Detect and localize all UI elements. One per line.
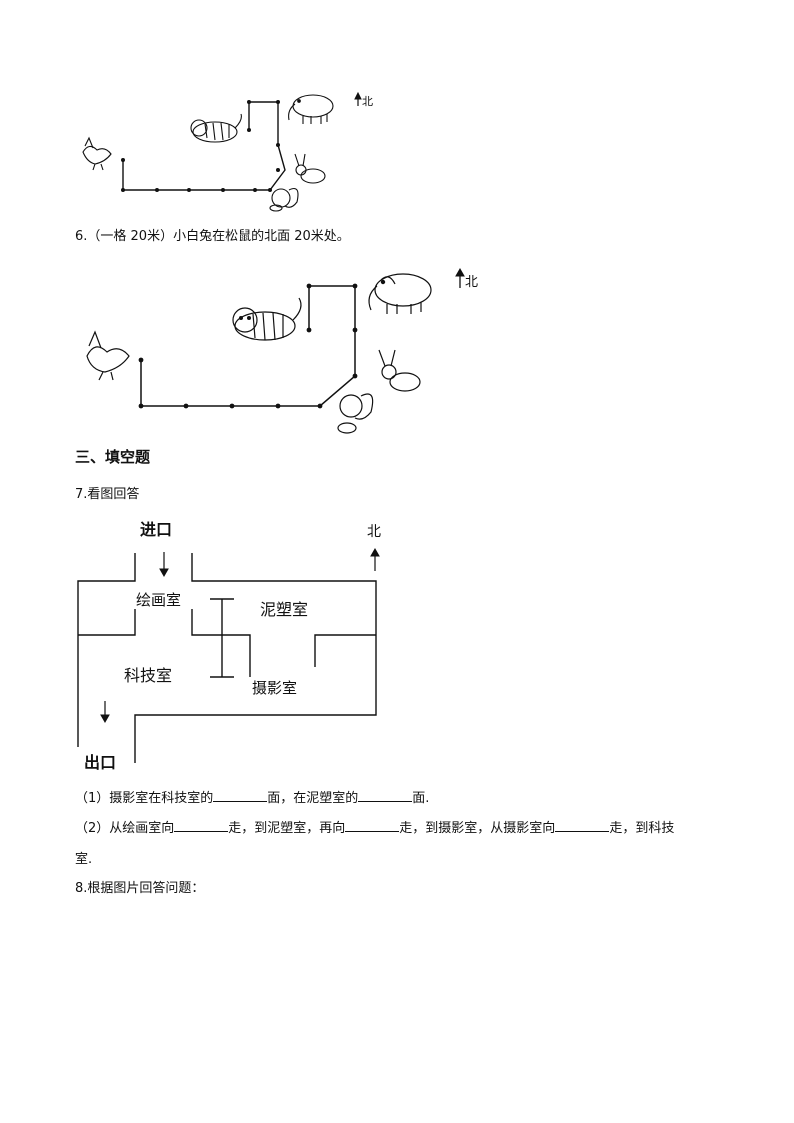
tiger-icon — [190, 113, 242, 143]
room-science: 科技室 — [124, 666, 172, 685]
q7-sub1-part-c: 面. — [412, 791, 430, 806]
q7-sub1-part-b: 面，在泥塑室的 — [267, 791, 359, 806]
north-label: 北 — [465, 275, 478, 290]
rabbit-icon — [378, 349, 421, 392]
squirrel-icon — [337, 393, 374, 434]
pigeon-icon — [86, 330, 130, 381]
north-label: 北 — [367, 524, 381, 540]
q7-sub1-part-a: （1）摄影室在科技室的 — [75, 791, 214, 806]
squirrel-icon — [269, 187, 299, 212]
answer-blank[interactable] — [213, 789, 268, 802]
route-diagram-small: 北 — [82, 91, 373, 212]
room-photo: 摄影室 — [252, 679, 297, 697]
elephant-icon — [368, 273, 432, 314]
q7-sub2-continued: 室. — [75, 852, 93, 867]
north-arrow-icon — [455, 267, 465, 288]
q8-title: 8.根据图片回答问题： — [75, 881, 205, 896]
wall-photo-room — [314, 634, 376, 667]
elephant-icon — [288, 94, 334, 124]
wall-drawing-room-right — [191, 609, 251, 677]
q7-sub2-part-d: 走，到科技 — [609, 821, 675, 836]
route-path — [140, 285, 356, 407]
wall-drawing-room-left — [78, 609, 136, 636]
rabbit-icon — [294, 153, 326, 184]
north-label: 北 — [362, 95, 373, 108]
q7-sub2-part-a: （2）从绘画室向 — [75, 821, 175, 836]
q7-sub1: （1）摄影室在科技室的 面，在泥塑室的 面. — [75, 789, 429, 808]
entrance-arrow-icon — [159, 552, 169, 578]
answer-blank[interactable] — [345, 819, 400, 832]
wall-top-left — [77, 553, 136, 747]
route-diagram-large: 北 — [86, 267, 478, 434]
pigeon-icon — [82, 136, 112, 171]
entrance-label: 进口 — [140, 520, 172, 539]
section-title: 三、填空题 — [75, 448, 151, 466]
answer-blank[interactable] — [174, 819, 229, 832]
exit-label: 出口 — [84, 753, 116, 772]
q7-sub2-part-b: 走，到泥塑室，再向 — [228, 821, 346, 836]
route-path — [122, 101, 286, 191]
north-arrow-icon — [370, 547, 380, 571]
q7-title: 7.看图回答 — [75, 487, 140, 502]
floor-plan-diagram: 进口 北 绘画室 泥塑室 科技室 摄影室 出口 — [77, 520, 381, 772]
tiger-icon — [232, 297, 302, 341]
room-clay: 泥塑室 — [260, 600, 308, 619]
north-arrow-icon — [354, 91, 362, 106]
q7-sub2-part-c: 走，到摄影室，从摄影室向 — [399, 821, 556, 836]
route-dots — [138, 283, 358, 409]
q6-text: 6.（一格 20米）小白兔在松鼠的北面 20米处。 — [75, 229, 350, 244]
room-drawing: 绘画室 — [136, 591, 181, 609]
wall-top-right — [134, 553, 377, 763]
q7-sub2: （2）从绘画室向 走，到泥塑室，再向 走，到摄影室，从摄影室向 走，到科技 — [75, 819, 674, 838]
answer-blank[interactable] — [358, 789, 413, 802]
exit-arrow-icon — [100, 701, 110, 724]
answer-blank[interactable] — [555, 819, 610, 832]
route-dots — [121, 100, 280, 192]
